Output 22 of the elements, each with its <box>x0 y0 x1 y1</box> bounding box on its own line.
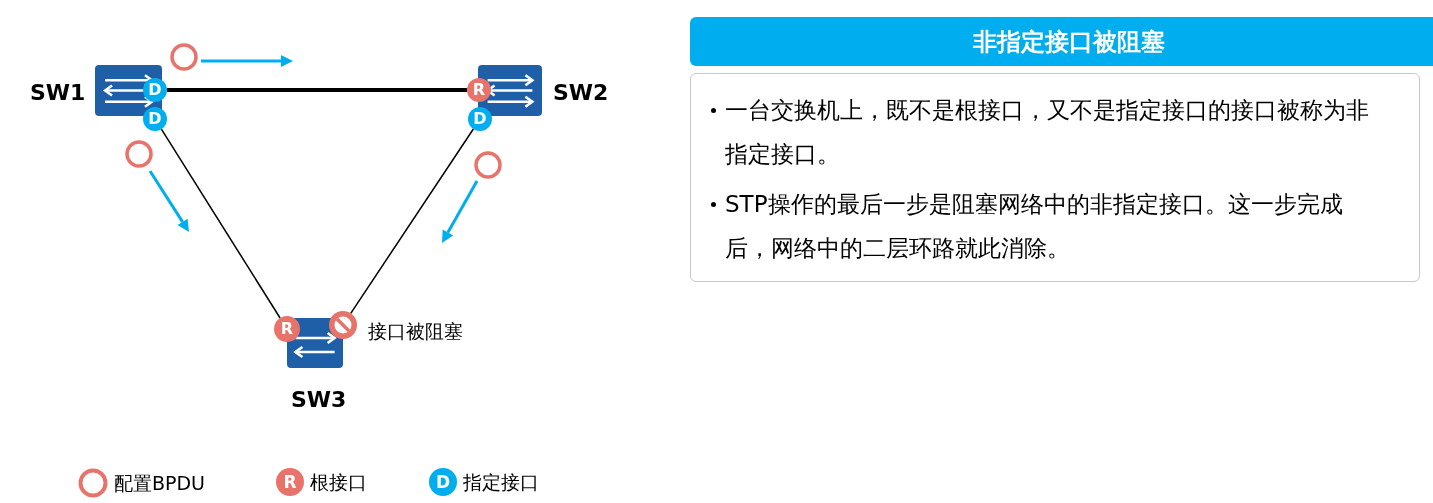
switch-label: SW1 <box>30 79 86 107</box>
bullet-text: STP操作的最后一步是阻塞网络中的非指定接口。这一步完成后，网络中的二层环路就此消除。 <box>725 190 1344 263</box>
port-role-badge: D <box>429 468 457 497</box>
blocked-port-label: 接口被阻塞 <box>368 319 463 344</box>
port-role-badge: R <box>276 468 304 497</box>
blocked-port-icon <box>329 311 357 339</box>
link-line <box>350 128 475 315</box>
legend-label: 指定接口 <box>463 470 539 495</box>
bullet-text: 一台交换机上，既不是根接口，又不是指定接口的接口被称为非指定接口。 <box>725 96 1370 169</box>
switch-label: SW2 <box>553 79 609 107</box>
port-role-badge: D <box>143 107 167 131</box>
port-role-badge: D <box>143 78 167 102</box>
legend-label: 根接口 <box>310 470 367 495</box>
port-role-badge: D <box>468 107 492 131</box>
port-role-badge: R <box>274 316 300 342</box>
text-panel <box>690 73 1420 282</box>
legend-label: 配置BPDU <box>114 470 206 496</box>
switch-label: SW3 <box>291 386 347 414</box>
header-band: 非指定接口被阻塞 <box>690 17 1433 66</box>
link-line <box>167 88 467 92</box>
port-role-badge: R <box>467 78 491 102</box>
link-line <box>160 128 281 319</box>
